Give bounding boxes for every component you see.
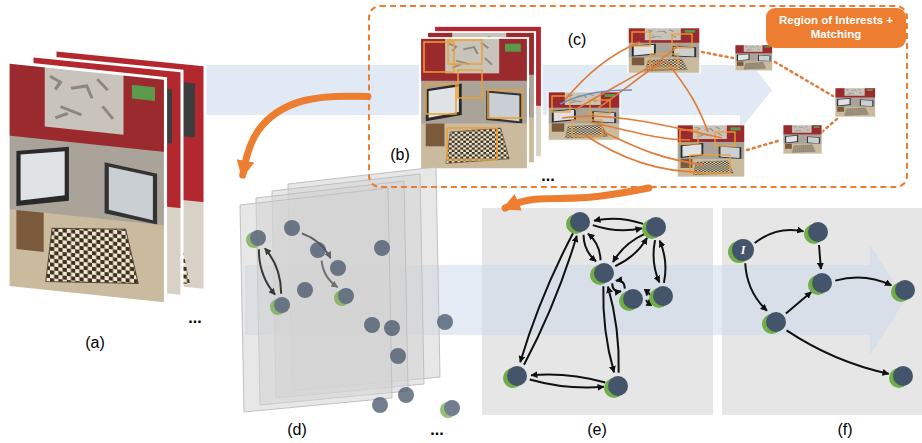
graph-dot [246,230,266,248]
roi-image-stack [420,26,542,169]
orange-arrow [243,96,368,175]
graph-arrow [603,286,614,372]
graph-dot [604,376,628,398]
graph-dot [762,312,786,334]
graph-arrow [520,233,573,362]
panel-label: (c) [568,31,587,49]
graph-dot [804,222,828,244]
layer-stack-illustration [240,167,440,412]
ellipsis: ... [541,167,554,185]
graph-arrow [616,280,625,288]
matching-illustration [548,28,876,177]
graph-dot [642,217,666,239]
graph-arrow [646,300,649,303]
panel-label: (d) [287,421,307,439]
graph-dot [808,273,832,295]
graph-dot [891,280,915,302]
graph-arrow [755,230,804,243]
orange-arrow [505,188,649,208]
graph-arrow [594,219,643,224]
graph-arrow [593,225,642,230]
panel-label: (b) [390,146,410,164]
layer-stack: (d) [232,175,447,443]
panel-label: (a) [85,334,105,352]
image-stack: (a) [5,50,205,355]
graph-arrow [819,245,821,269]
graph-dot [590,263,614,285]
graph-arrow [660,241,666,283]
graph-arrow [612,283,621,291]
graph-dot [566,212,590,234]
roi-matching-region: (b) (c) Region of Interests + Matching [368,5,908,188]
panel-label: (e) [587,421,607,439]
graph-arrow [265,248,281,293]
start-node: I [731,238,755,262]
graph-arrow [608,287,619,373]
graph-panel: (f) I [722,208,922,443]
ellipsis: ... [188,309,201,327]
graph-dot [437,314,453,330]
graph-dot [398,387,414,403]
panel-label: (f) [837,421,852,439]
graph-panel: (e) [482,208,713,443]
graph-arrow [745,263,767,310]
graph-arrow [615,238,647,266]
graph-dot [334,288,354,306]
graph-arrow [786,292,811,314]
graph-arrow [524,236,577,365]
graph-arrow [588,234,601,261]
graph-dot [384,320,400,336]
graph-dot [270,297,290,315]
graph-arrow [530,380,604,388]
graph-arrow [259,249,275,294]
graph-dot [364,317,380,333]
tab-title: Region of Interests + Matching [766,11,906,45]
node-letter: I [741,243,746,258]
graph-dot [284,220,300,236]
graph-dot [440,400,460,418]
graph-dot [889,366,913,388]
graph-dot [297,282,313,298]
graph-dot [374,240,390,256]
graph-arrow [647,292,650,295]
graph-arrow [787,330,889,373]
graph-arrow [654,240,660,282]
image-stack-illustration [8,50,205,304]
graph-arrow [531,374,605,382]
graph-dot [503,366,527,388]
graph-dot [619,289,643,311]
graph-dot [649,286,673,308]
graph-dot [330,260,346,276]
ellipsis: ... [430,421,443,439]
graph-arrow [835,277,891,285]
graph-arrow [302,233,331,258]
graph-illustration [246,212,915,418]
graph-dot [372,397,388,413]
title-tab: Region of Interests + Matching [766,8,906,48]
graph-dot [390,348,406,364]
graph-dot [310,242,326,258]
